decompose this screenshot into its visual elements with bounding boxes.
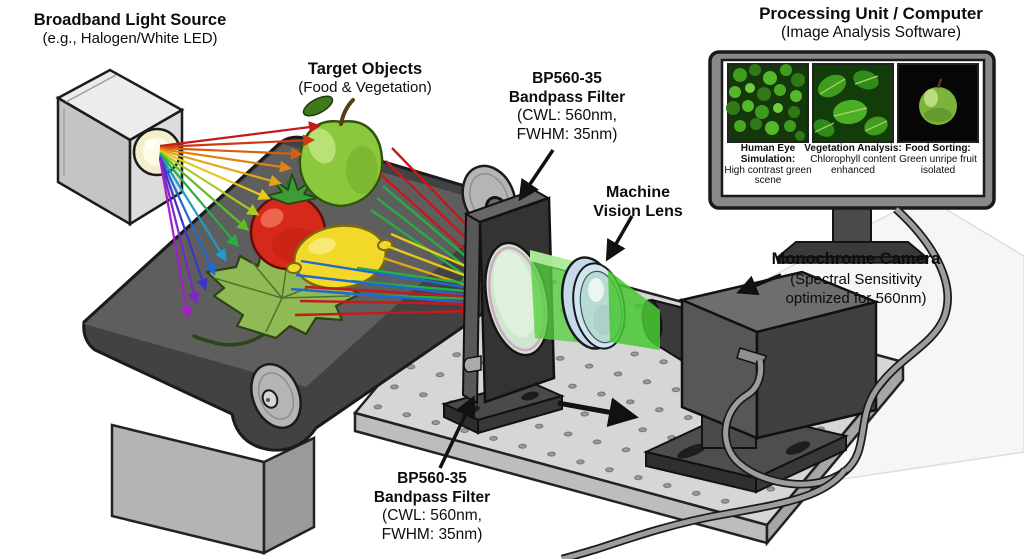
target-objects-label: Target Objects (Food & Vegetation) [298,60,432,97]
spectrum-rays [158,121,322,319]
food-sorting-image [897,63,979,143]
conveyor-pedestal [110,423,266,555]
reflected-rays [290,147,483,318]
food-sorting-caption: Food Sorting: Green unripe fruit isolate… [899,143,977,176]
vegetation-analysis-caption: Vegetation Analysis: Chlorophyll content… [804,143,902,176]
apple-illustration [298,95,384,208]
bandpass-filter-label-top: BP560-35 Bandpass Filter (CWL: 560nm, FW… [508,70,626,143]
filter-pointer-arrow [518,149,555,202]
monitor-illustration [708,50,996,264]
data-cable [560,205,952,559]
camera-pointer-arrow [736,273,782,296]
target-objects-illustration [192,95,393,347]
human-eye-simulation-image [726,63,809,143]
bandpass-filter-label-bottom: BP560-35 Bandpass Filter (CWL: 560nm, FW… [373,470,491,543]
monochrome-camera-illustration [642,270,881,494]
filter-base-pointer-arrow [438,395,476,469]
belt-roller-bottom [250,362,302,430]
human-eye-simulation-caption: Human Eye Simulation: High contrast gree… [724,143,812,187]
bandpass-filter-illustration [441,188,565,435]
monochrome-camera-label: Monochrome Camera (Spectral Sensitivity … [771,250,941,308]
optical-axis-direction-arrow [557,397,639,428]
monitor-stand-neck [832,207,872,245]
light-source-label: Broadband Light Source (e.g., Halogen/Wh… [33,11,227,48]
machine-vision-lens-label: Machine Vision Lens [593,184,683,220]
lemon-illustration [286,224,393,290]
processing-unit-label: Processing Unit / Computer (Image Analys… [759,4,983,41]
vegetation-analysis-image [812,63,894,143]
converging-green-beam [608,270,660,350]
lens-pointer-arrow [605,215,634,262]
filter-knob [463,355,482,373]
annotation-arrows [438,149,782,469]
